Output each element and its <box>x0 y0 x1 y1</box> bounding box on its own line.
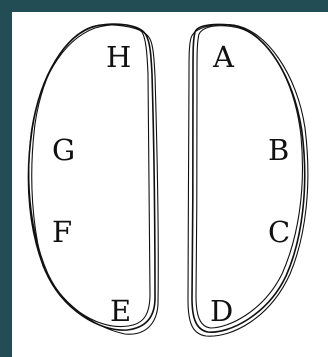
right-outline-group <box>188 24 308 336</box>
region-label-f: F <box>52 218 72 247</box>
region-label-b: B <box>268 136 289 165</box>
left-outline-group <box>28 24 158 334</box>
left-outline-trace-1 <box>28 24 155 330</box>
right-outline-trace-1 <box>192 24 305 332</box>
region-label-h: H <box>106 43 131 72</box>
right-outline-trace-3 <box>188 25 308 337</box>
left-outline-trace-2 <box>29 25 150 327</box>
diagram-outlines <box>12 12 328 357</box>
region-label-c: C <box>268 218 290 247</box>
region-label-d: D <box>210 297 233 326</box>
region-label-e: E <box>110 297 131 326</box>
diagram-figure: H G F E A B C D <box>12 12 328 357</box>
region-label-a: A <box>213 43 234 72</box>
region-label-g: G <box>52 136 75 165</box>
